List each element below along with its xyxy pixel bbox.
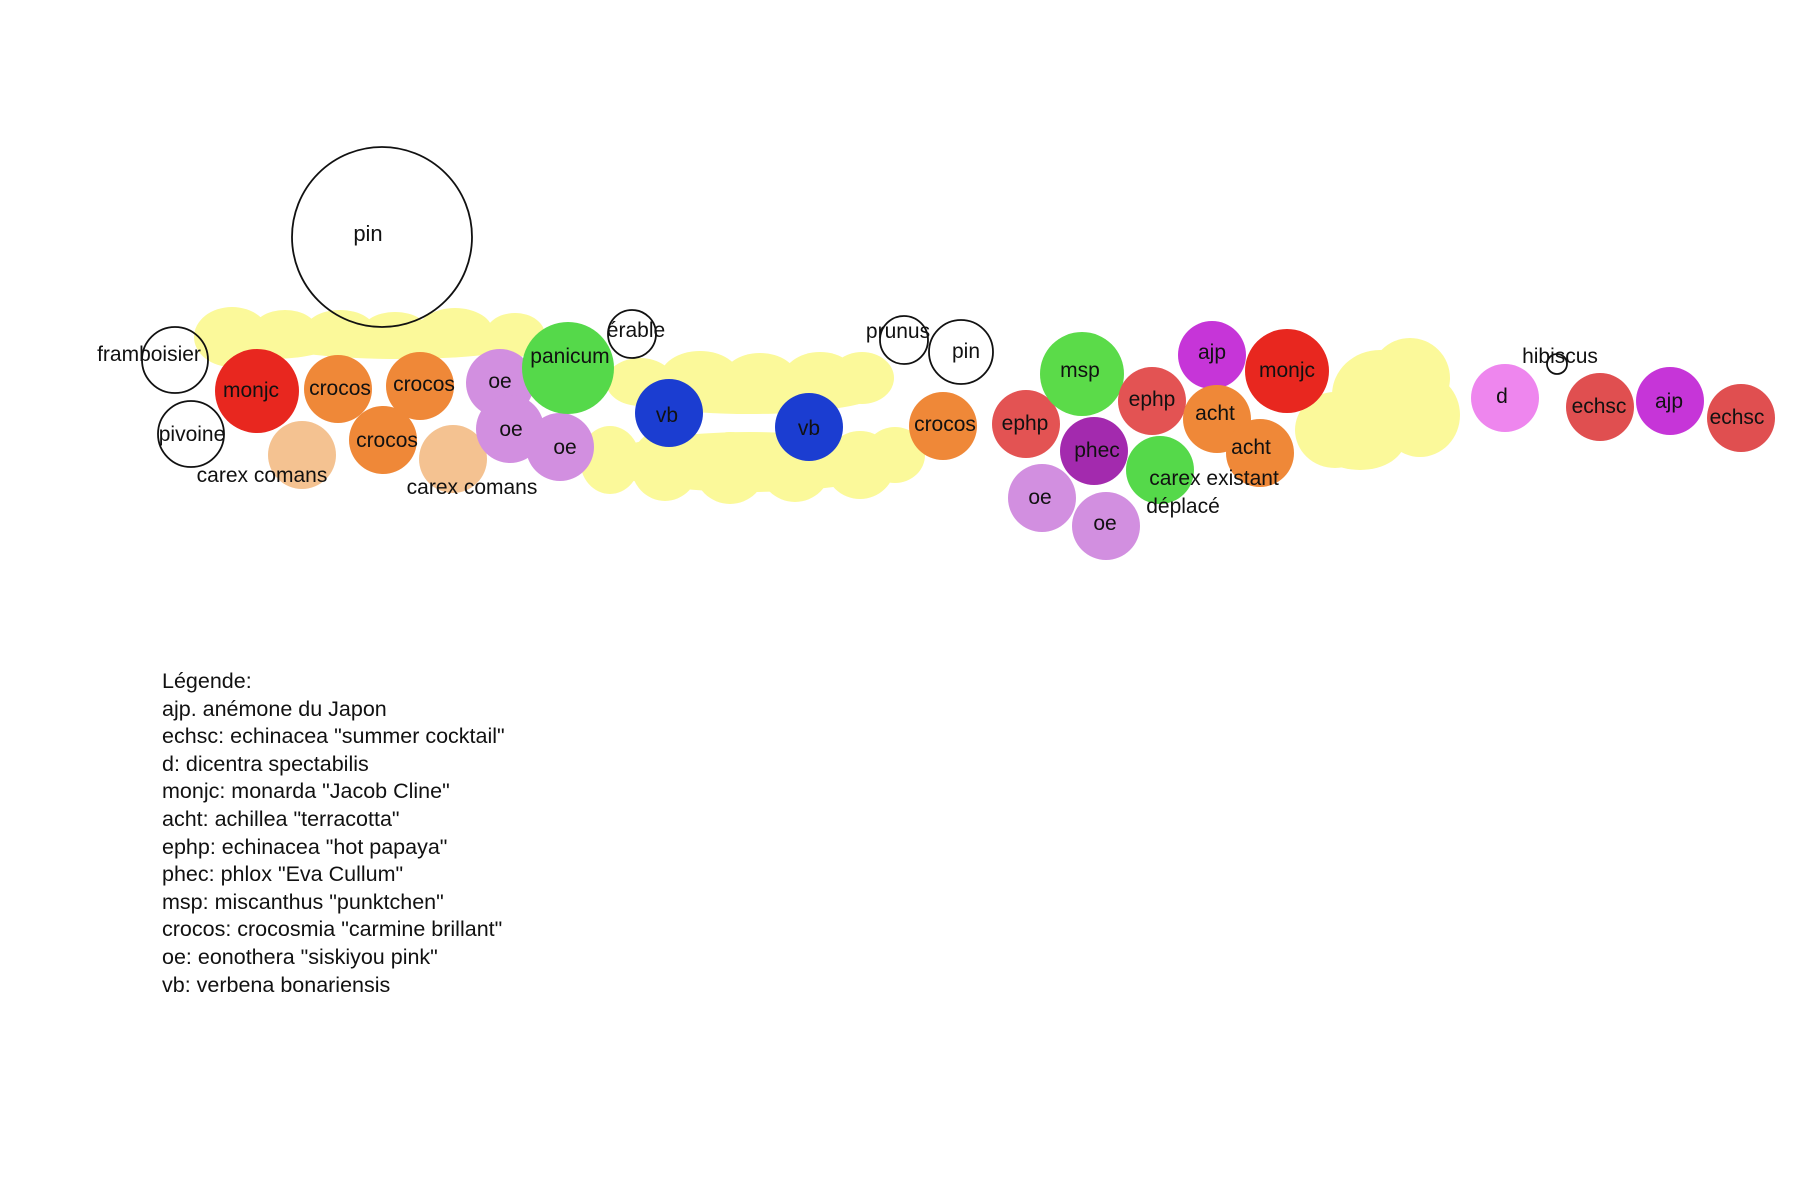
oe-plant: [1008, 464, 1076, 532]
prunus-label: prunus: [866, 320, 930, 343]
crocos-plant: [386, 352, 454, 420]
crocos-label: crocos: [914, 413, 976, 436]
legend-item: msp: miscanthus "punktchen": [162, 889, 444, 914]
vb-plant: [635, 379, 703, 447]
crocos-plant: [349, 406, 417, 474]
acht-label: acht: [1195, 402, 1235, 425]
echsc-plant: [1566, 373, 1634, 441]
pin-large-outline: [291, 146, 473, 328]
hedge-right: [1315, 410, 1405, 470]
oe-label: oe: [488, 370, 511, 393]
legend-item: ajp. anémone du Japon: [162, 696, 387, 721]
hedge-lower-middle: [600, 432, 900, 492]
legend-item: echsc: echinacea "summer cocktail": [162, 724, 505, 749]
carex-existant-label: carex existant: [1149, 467, 1279, 490]
legend: Légende: ajp. anémone du Japon echsc: ec…: [162, 668, 505, 999]
erable-label: érable: [607, 319, 665, 342]
phec-plant: [1060, 417, 1128, 485]
monjc-plant: [1245, 329, 1329, 413]
monjc-label: monjc: [1259, 359, 1315, 382]
oe-label: oe: [553, 436, 576, 459]
panicum-label: panicum: [530, 345, 609, 368]
pin-small-outline: [928, 319, 994, 385]
framboisier-outline: [141, 326, 209, 394]
hibiscus-label: hibiscus: [1522, 345, 1598, 368]
phec-label: phec: [1074, 439, 1120, 462]
carex-comans-label: carex comans: [407, 476, 538, 499]
legend-item: monjc: monarda "Jacob Cline": [162, 779, 450, 804]
carex-comans-plant: [268, 421, 336, 489]
monjc-plant: [215, 349, 299, 433]
prunus-outline: [879, 315, 929, 365]
legend-item: vb: verbena bonariensis: [162, 972, 391, 997]
ephp-plant: [1118, 367, 1186, 435]
pivoine-label: pivoine: [159, 423, 226, 446]
d-label: d: [1496, 385, 1508, 408]
msp-plant: [1040, 332, 1124, 416]
ephp-plant: [992, 390, 1060, 458]
oe-label: oe: [1028, 486, 1051, 509]
ephp-label: ephp: [1129, 388, 1176, 411]
crocos-label: crocos: [356, 429, 418, 452]
oe-label: oe: [499, 418, 522, 441]
pin-small-label: pin: [952, 340, 980, 363]
echsc-plant: [1707, 384, 1775, 452]
legend-item: d: dicentra spectabilis: [162, 751, 369, 776]
crocos-plant: [909, 392, 977, 460]
legend-item: ephp: echinacea "hot papaya": [162, 834, 448, 859]
pivoine-outline: [157, 400, 225, 468]
echsc-label: echsc: [1572, 395, 1627, 418]
crocos-label: crocos: [309, 377, 371, 400]
d-plant: [1471, 364, 1539, 432]
monjc-label: monjc: [223, 379, 279, 402]
carex-existant-plant: [1126, 436, 1194, 504]
msp-label: msp: [1060, 359, 1100, 382]
acht-label: acht: [1231, 436, 1271, 459]
acht-plant: [1226, 419, 1294, 487]
plant-labels: pin framboisier pivoine monjc crocos cro…: [97, 221, 1764, 535]
plant-circles: [215, 321, 1775, 560]
oe-plant: [526, 413, 594, 481]
ajp-label: ajp: [1198, 341, 1226, 364]
legend-title: Légende:: [162, 669, 252, 693]
legend-item: acht: achillea "terracotta": [162, 806, 400, 831]
legend-item: phec: phlox "Eva Cullum": [162, 862, 404, 887]
oe-label: oe: [1093, 512, 1116, 535]
hibiscus-outline: [1546, 353, 1568, 375]
deplace-label: déplacé: [1146, 495, 1220, 518]
ajp-label: ajp: [1655, 390, 1683, 413]
ephp-label: ephp: [1002, 412, 1049, 435]
oe-plant: [1072, 492, 1140, 560]
framboisier-label: framboisier: [97, 343, 201, 366]
crocos-label: crocos: [393, 373, 455, 396]
vb-plant: [775, 393, 843, 461]
ajp-plant: [1178, 321, 1246, 389]
legend-item: oe: eonothera "siskiyou pink": [162, 944, 438, 969]
panicum-plant: [522, 322, 614, 414]
vb-label: vb: [798, 417, 820, 440]
erable-outline: [607, 309, 657, 359]
carex-comans-plant: [419, 425, 487, 493]
legend-item: crocos: crocosmia "carmine brillant": [162, 917, 503, 942]
hedge-top-left: [280, 331, 520, 359]
echsc-label: echsc: [1710, 406, 1765, 429]
vb-label: vb: [656, 404, 678, 427]
carex-comans-label: carex comans: [197, 464, 328, 487]
pin-large-label: pin: [353, 221, 382, 246]
ajp-plant: [1636, 367, 1704, 435]
tree-outlines: [141, 146, 1568, 468]
crocos-plant: [304, 355, 372, 423]
